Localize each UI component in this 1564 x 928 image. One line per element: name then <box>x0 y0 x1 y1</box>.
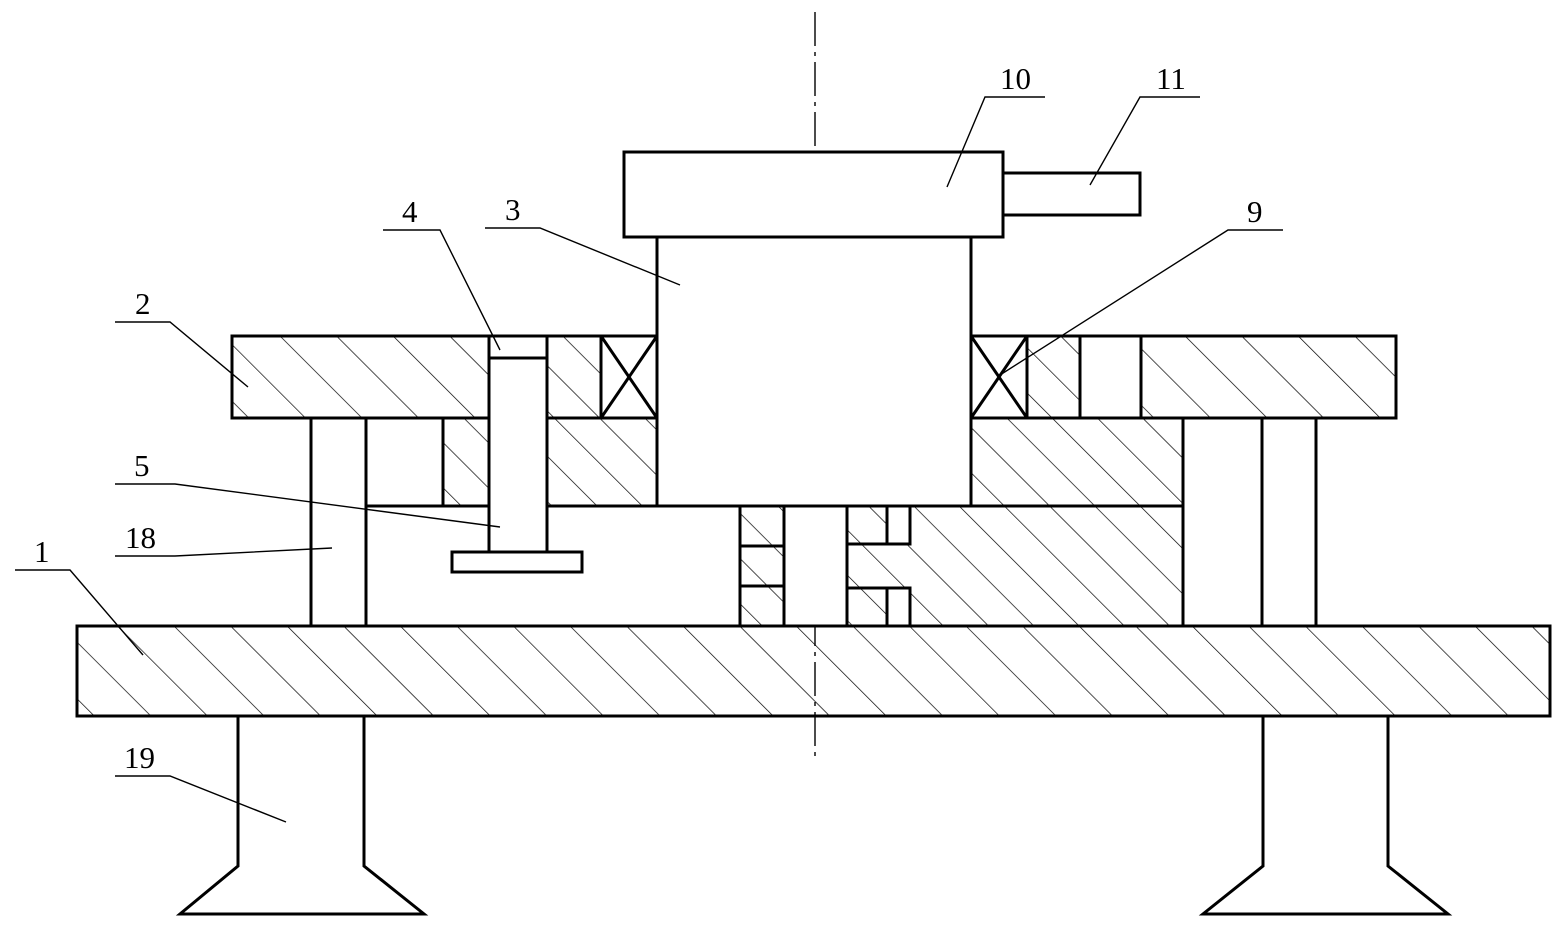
base-plate <box>75 624 1552 718</box>
right-pin-hole <box>1078 334 1143 420</box>
top-plate-right <box>1139 334 1398 420</box>
callout-11: 11 <box>1156 61 1186 96</box>
lower-gear-block <box>738 504 786 628</box>
pin-flange <box>450 550 584 574</box>
callout-1: 1 <box>34 534 50 569</box>
callout-10: 10 <box>1000 61 1031 96</box>
callout-2: 2 <box>135 286 151 321</box>
right-foot <box>1198 714 1453 916</box>
top-plate-mid-right <box>1025 334 1082 420</box>
right-column <box>1260 416 1318 628</box>
top-plate-mid-left <box>545 334 603 420</box>
callout-5: 5 <box>134 448 150 483</box>
pin-slot-top <box>487 334 549 360</box>
spindle-body <box>655 235 973 508</box>
top-plate-left <box>230 334 491 420</box>
right-column-housing <box>1181 416 1264 628</box>
shaft-lower <box>782 504 849 628</box>
lower-housing-right <box>969 416 1185 508</box>
gear-tooth-2 <box>845 586 889 628</box>
lower-housing-left-small <box>441 416 491 508</box>
callout-3: 3 <box>505 192 521 227</box>
motor-housing <box>622 150 1005 239</box>
left-foot <box>175 714 429 916</box>
leader-lines <box>15 96 1283 823</box>
locating-pin <box>487 356 549 554</box>
lower-housing-left <box>545 416 659 508</box>
gear-tooth-1 <box>845 504 889 546</box>
callout-4: 4 <box>402 194 418 229</box>
callout-19: 19 <box>124 740 155 775</box>
motor-output-shaft <box>1001 171 1142 217</box>
callout-9: 9 <box>1247 194 1263 229</box>
left-column <box>309 416 368 628</box>
callout-18: 18 <box>125 520 156 555</box>
